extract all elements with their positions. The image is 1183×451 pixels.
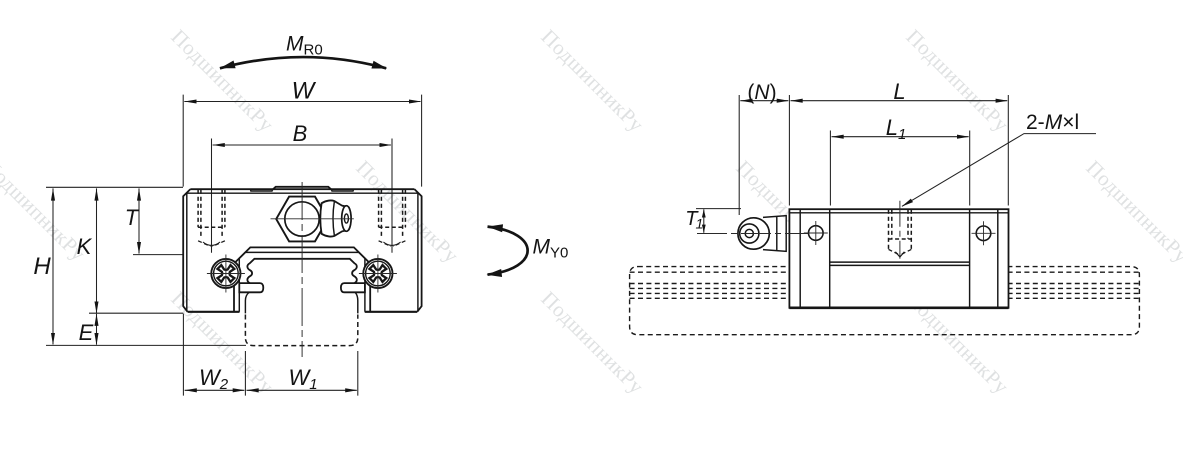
svg-text:2-M×l: 2-M×l (1026, 111, 1079, 134)
svg-text:B: B (293, 121, 308, 146)
svg-text:H: H (33, 253, 51, 280)
svg-text:1: 1 (696, 216, 704, 232)
svg-text:T: T (125, 205, 140, 230)
svg-text:K: K (77, 234, 93, 259)
svg-text:L: L (893, 79, 905, 104)
svg-text:T: T (685, 208, 699, 230)
svg-text:(N): (N) (747, 81, 776, 104)
svg-text:W: W (292, 78, 317, 105)
svg-text:E: E (79, 320, 94, 345)
